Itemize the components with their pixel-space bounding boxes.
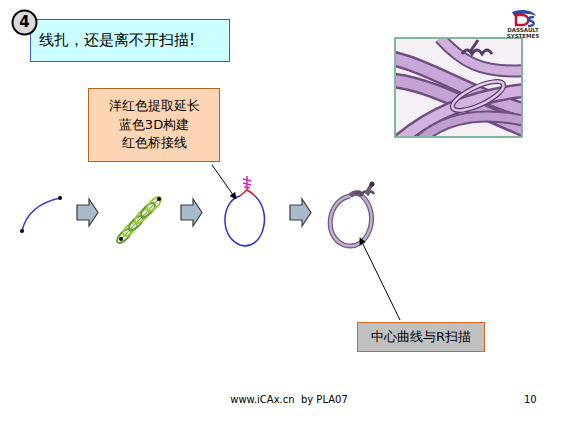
swept-tube — [330, 196, 371, 246]
footer-text: www.iCAx.cn by PLA07 — [230, 394, 348, 405]
helix-axis — [121, 199, 159, 239]
wire-tie — [449, 76, 507, 116]
end-point — [370, 182, 375, 187]
end-point — [58, 196, 62, 200]
extend-curve — [243, 176, 251, 190]
circle-shape — [13, 11, 37, 35]
step-loop — [225, 176, 264, 246]
end-point — [157, 197, 161, 201]
cable-tube — [420, 116, 521, 136]
logo-text: DASSAULT — [507, 27, 538, 33]
wire-coil — [462, 40, 492, 54]
callout-text: 中心曲线与R扫描 — [371, 328, 471, 347]
callout-box: 洋红色提取延长 蓝色3D构建 红色桥接线 — [88, 88, 220, 162]
callout-text: 洋红色提取延长 蓝色3D构建 红色桥接线 — [102, 97, 206, 154]
cable-picture — [390, 38, 530, 140]
block-arrow — [290, 199, 311, 226]
callout-number: 4 — [19, 12, 29, 34]
guide-curve — [22, 198, 60, 231]
swept-tube — [330, 196, 371, 246]
end-point — [119, 237, 123, 241]
step-sweep — [330, 182, 374, 247]
end-point — [20, 229, 24, 233]
logo — [512, 10, 536, 26]
step-curve — [20, 196, 62, 233]
logo-letter — [516, 15, 528, 25]
logo-text: SYSTEMES — [507, 33, 540, 39]
step-number: 4 — [11, 9, 38, 36]
block-arrow — [77, 199, 98, 226]
block-arrow — [181, 199, 202, 226]
wire-tie — [449, 76, 507, 116]
loop-curve — [225, 196, 264, 246]
callout-box: 中心曲线与R扫描 — [357, 322, 485, 352]
bridge-curve — [240, 190, 255, 196]
page-number: 10 — [524, 394, 537, 405]
leader-line — [212, 165, 236, 199]
cable-tube — [440, 39, 521, 71]
logo-letter — [528, 17, 534, 26]
cable-tube — [420, 116, 521, 136]
block-arrows — [77, 199, 311, 226]
slide-title: 线扎，还是离不开扫描! — [39, 31, 195, 50]
step-helix — [115, 195, 163, 245]
cable-tube — [440, 39, 521, 71]
helix-turn — [145, 195, 163, 213]
title-box: 线扎，还是离不开扫描! — [30, 19, 230, 62]
leader-line — [360, 238, 400, 320]
